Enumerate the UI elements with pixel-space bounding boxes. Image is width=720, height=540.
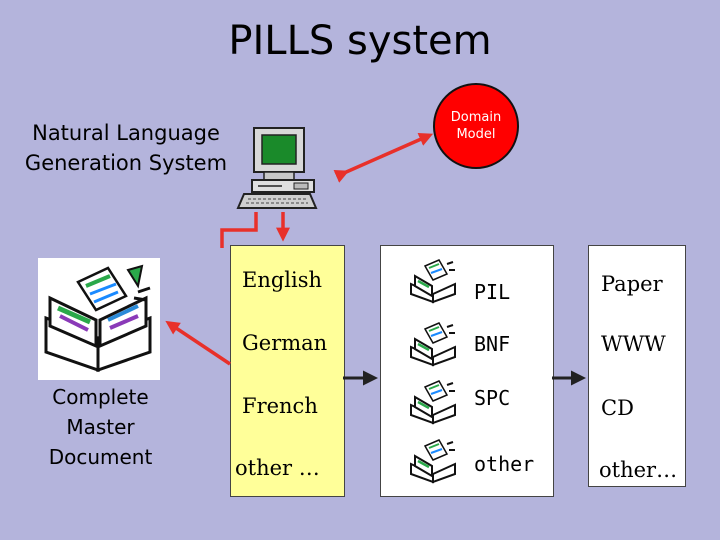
page-title: PILLS system: [228, 18, 492, 64]
output-media-panel: Paper WWW CD other…: [588, 245, 686, 487]
book-icon: [410, 322, 456, 367]
book-icon: [410, 439, 456, 484]
languages-panel: English German French other …: [230, 245, 345, 497]
complete-master-document-label: Complete Master Document: [48, 385, 153, 469]
domain-model-label: Domain Model: [450, 110, 502, 142]
document-type-item: PIL: [474, 280, 511, 304]
master-document-image: [38, 258, 160, 380]
language-item: German: [242, 331, 328, 355]
arrow-computer-document: [220, 212, 258, 248]
output-media-item: other…: [599, 458, 678, 482]
output-media-item: Paper: [601, 272, 663, 296]
book-icon: [410, 380, 456, 425]
output-media-item: WWW: [601, 332, 666, 356]
language-item: French: [242, 394, 318, 418]
domain-model-node: Domain Model: [433, 83, 519, 169]
document-type-item: SPC: [474, 386, 511, 410]
output-media-item: CD: [601, 396, 634, 420]
nlg-system-label: Natural Language Generation System: [24, 121, 228, 175]
arrow-languages-document: [165, 320, 231, 366]
document-type-item: BNF: [474, 332, 511, 356]
document-types-panel: PIL BNF SPC other: [380, 245, 554, 497]
document-type-item: other: [474, 452, 535, 476]
arrow-computer-domain: [333, 132, 434, 183]
language-item: English: [242, 268, 323, 292]
open-book-icon: [44, 264, 152, 373]
book-icon: [410, 259, 456, 304]
language-item: other …: [235, 456, 320, 480]
computer-icon: [236, 127, 318, 209]
